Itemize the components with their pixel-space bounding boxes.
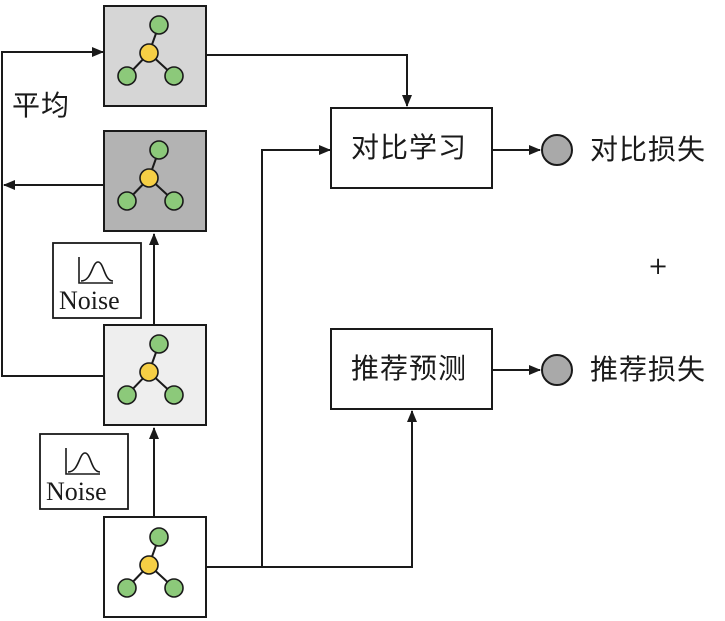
noise-box-upper <box>52 242 142 319</box>
contrastive-learning-box <box>330 107 493 189</box>
bottom-to-contrastive-arrow <box>206 145 331 568</box>
noise-box-lower <box>39 433 129 510</box>
average-loop-arrow <box>1 47 104 377</box>
contrastive-learning-label: 对比学习 <box>351 131 468 164</box>
recommendation-loss-label: 推荐损失 <box>590 353 707 386</box>
recommendation-prediction-label: 推荐预测 <box>351 352 468 385</box>
noise-label-upper: Noise <box>59 286 120 315</box>
plus-sign: + <box>648 252 669 280</box>
top-to-contrastive-arrow <box>206 54 412 107</box>
bell-curve-icon <box>78 257 114 284</box>
recommendation-loss-circle <box>541 354 573 386</box>
noise-label-lower: Noise <box>46 477 107 506</box>
bottom-to-prediction-arrow <box>262 410 417 568</box>
average-label: 平均 <box>12 89 71 122</box>
bell-curve-icon <box>65 448 101 475</box>
contrastive-loss-circle <box>541 134 573 166</box>
contrastive-loss-label: 对比损失 <box>590 133 707 166</box>
